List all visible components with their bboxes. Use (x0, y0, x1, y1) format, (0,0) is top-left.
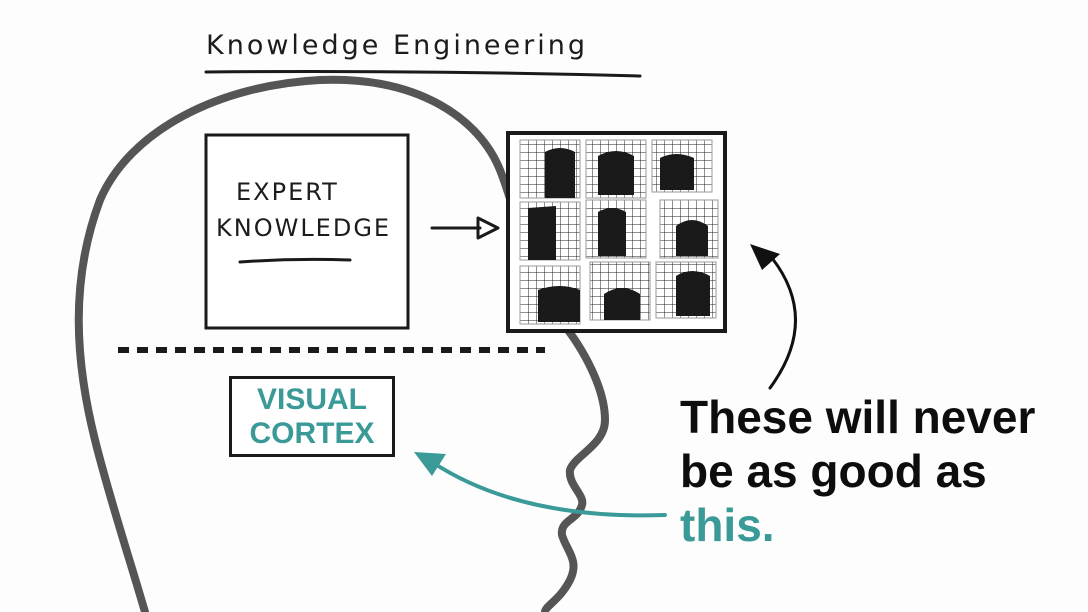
visual-cortex-box: VISUAL CORTEX (229, 376, 395, 457)
feature-tiles (519, 139, 719, 325)
page-title: Knowledge Engineering (206, 30, 589, 61)
expert-underline (238, 257, 352, 264)
callout-line1: These will never (680, 391, 1036, 443)
feature-tile (651, 139, 713, 193)
arrow-head-to-cortex (414, 452, 446, 476)
callout-line2: be as good as (680, 445, 987, 497)
feature-tile (655, 261, 717, 319)
arrow-head-to-grid (750, 244, 780, 270)
title-underline (204, 70, 642, 78)
cortex-label-line1: VISUAL (256, 382, 367, 416)
arrow-head-to-features (476, 216, 500, 240)
feature-tile (519, 201, 581, 261)
feature-tile (519, 139, 581, 199)
arrow-to-cortex (430, 460, 667, 518)
feature-tile (519, 265, 581, 325)
callout-line3: this. (680, 499, 775, 551)
feature-tile (585, 139, 647, 199)
cortex-label-line2: CORTEX (249, 416, 375, 450)
expert-label-line1: EXPERT (236, 178, 339, 206)
arrow-to-grid (768, 256, 797, 390)
feature-tile (589, 261, 651, 321)
feature-tile (585, 199, 647, 259)
callout-text: These will never be as good as this. (680, 390, 1035, 552)
feature-tile (659, 199, 719, 259)
expert-knowledge-box (204, 133, 410, 330)
expert-label-line2: KNOWLEDGE (216, 214, 392, 242)
